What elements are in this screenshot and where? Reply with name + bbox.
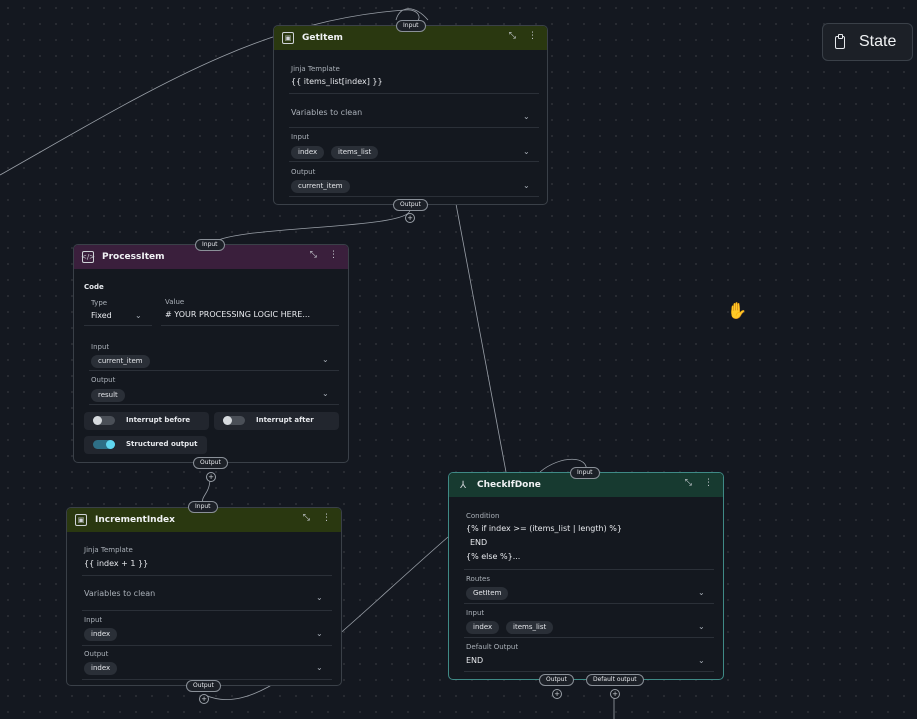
chevron-down-icon[interactable]: ⌄	[316, 629, 323, 638]
node-title: ProcessItem	[102, 252, 165, 262]
output-chip-index[interactable]: index	[84, 662, 118, 675]
getitem-output-port[interactable]: Output	[393, 199, 428, 211]
add-node-icon[interactable]: +	[405, 213, 415, 223]
structured-output-label: Structured output	[126, 440, 198, 448]
code-label: Code	[84, 283, 104, 291]
node-title: IncrementIndex	[95, 515, 175, 525]
route-chip-getitem[interactable]: GetItem	[466, 587, 509, 600]
collapse-icon[interactable]: ⤡	[309, 250, 317, 260]
incrementindex-output-port[interactable]: Output	[186, 680, 221, 692]
more-options-icon[interactable]: ⋮	[329, 250, 338, 260]
structured-output-row[interactable]: Structured output	[84, 436, 207, 454]
processitem-input-port[interactable]: Input	[195, 239, 225, 251]
getitem-input-port[interactable]: Input	[396, 20, 426, 32]
node-processitem[interactable]: </> ProcessItem ⤡ ⋮ Code Type Fixed ⌄ Va…	[73, 244, 349, 463]
input-label: Input	[466, 609, 485, 617]
output-chip-current-item[interactable]: current_item	[291, 180, 350, 193]
edge-getitem-loop	[395, 8, 429, 21]
chevron-down-icon[interactable]: ⌄	[135, 311, 142, 320]
node-title: CheckIfDone	[477, 480, 541, 490]
checkifdone-output-port[interactable]: Output	[539, 674, 574, 686]
condition-line-2[interactable]: END	[470, 538, 488, 547]
template-icon: ▣	[282, 32, 294, 44]
input-label: Input	[291, 133, 310, 141]
checkifdone-default-output-port[interactable]: Default output	[586, 674, 644, 686]
chevron-down-icon[interactable]: ⌄	[698, 656, 705, 665]
node-incrementindex[interactable]: ▣ IncrementIndex ⤡ ⋮ Jinja Template {{ i…	[66, 507, 342, 686]
input-label: Input	[91, 343, 110, 351]
input-chip-current-item[interactable]: current_item	[91, 355, 150, 368]
input-label: Input	[84, 616, 103, 624]
structured-output-toggle[interactable]	[93, 440, 115, 449]
input-chip-items-list[interactable]: items_list	[506, 621, 554, 634]
code-icon: </>	[80, 251, 96, 263]
node-getitem[interactable]: ▣ GetItem ⤡ ⋮ Jinja Template {{ items_li…	[273, 25, 548, 205]
jinja-template-label: Jinja Template	[84, 546, 133, 554]
interrupt-before-row[interactable]: Interrupt before	[84, 412, 209, 430]
jinja-template-value[interactable]: {{ items_list[index] }}	[291, 77, 383, 86]
incrementindex-input-port[interactable]: Input	[188, 501, 218, 513]
input-chip-index[interactable]: index	[84, 628, 118, 641]
state-button-label: State	[859, 33, 897, 50]
interrupt-after-row[interactable]: Interrupt after	[214, 412, 339, 430]
interrupt-before-toggle[interactable]	[93, 416, 115, 425]
chevron-down-icon[interactable]: ⌄	[698, 588, 705, 597]
routes-label: Routes	[466, 575, 490, 583]
node-title: GetItem	[302, 33, 343, 43]
collapse-icon[interactable]: ⤡	[302, 513, 310, 523]
output-label: Output	[84, 650, 109, 658]
edge-getitem-to-checkifdone	[455, 203, 507, 473]
hand-cursor-icon: ✋	[727, 301, 747, 320]
output-chip-result[interactable]: result	[91, 389, 125, 402]
collapse-icon[interactable]: ⤡	[508, 31, 516, 41]
edge-getitem-to-processitem	[210, 209, 411, 245]
input-chip-index[interactable]: index	[291, 146, 325, 159]
variables-to-clean[interactable]: Variables to clean	[84, 589, 156, 598]
add-node-icon[interactable]: +	[552, 689, 562, 699]
clipboard-icon	[835, 33, 845, 49]
chevron-down-icon[interactable]: ⌄	[322, 389, 329, 398]
condition-line-1[interactable]: {% if index >= (items_list | length) %}	[466, 524, 622, 533]
more-options-icon[interactable]: ⋮	[322, 513, 331, 523]
add-node-icon[interactable]: +	[199, 694, 209, 704]
jinja-template-value[interactable]: {{ index + 1 }}	[84, 559, 149, 568]
branch-icon: ⅄	[459, 479, 467, 491]
variables-to-clean[interactable]: Variables to clean	[291, 108, 363, 117]
chevron-down-icon[interactable]: ⌄	[316, 663, 323, 672]
node-checkifdone[interactable]: ⅄ CheckIfDone ⤡ ⋮ Condition {% if index …	[448, 472, 724, 680]
interrupt-before-label: Interrupt before	[126, 416, 191, 424]
type-label: Type	[91, 299, 108, 307]
checkifdone-input-port[interactable]: Input	[570, 467, 600, 479]
condition-label: Condition	[466, 512, 500, 520]
input-chip-items-list[interactable]: items_list	[331, 146, 379, 159]
chevron-down-icon[interactable]: ⌄	[698, 622, 705, 631]
condition-line-3[interactable]: {% else %}...	[466, 552, 521, 561]
value-field[interactable]: # YOUR PROCESSING LOGIC HERE...	[165, 310, 310, 319]
jinja-template-label: Jinja Template	[291, 65, 340, 73]
output-label: Output	[91, 376, 116, 384]
chevron-down-icon[interactable]: ⌄	[523, 147, 530, 156]
add-node-icon[interactable]: +	[610, 689, 620, 699]
collapse-icon[interactable]: ⤡	[684, 478, 692, 488]
interrupt-after-toggle[interactable]	[223, 416, 245, 425]
default-output-value[interactable]: END	[466, 656, 484, 665]
more-options-icon[interactable]: ⋮	[528, 31, 537, 41]
state-button[interactable]: State	[822, 23, 913, 61]
more-options-icon[interactable]: ⋮	[704, 478, 713, 488]
type-select-value[interactable]: Fixed	[91, 311, 112, 320]
add-node-icon[interactable]: +	[206, 472, 216, 482]
chevron-down-icon[interactable]: ⌄	[523, 112, 530, 121]
default-output-label: Default Output	[466, 643, 519, 651]
chevron-down-icon[interactable]: ⌄	[523, 181, 530, 190]
interrupt-after-label: Interrupt after	[256, 416, 314, 424]
chevron-down-icon[interactable]: ⌄	[316, 593, 323, 602]
template-icon: ▣	[75, 514, 87, 526]
chevron-down-icon[interactable]: ⌄	[322, 355, 329, 364]
processitem-output-port[interactable]: Output	[193, 457, 228, 469]
output-label: Output	[291, 168, 316, 176]
value-label: Value	[165, 298, 185, 306]
input-chip-index[interactable]: index	[466, 621, 500, 634]
